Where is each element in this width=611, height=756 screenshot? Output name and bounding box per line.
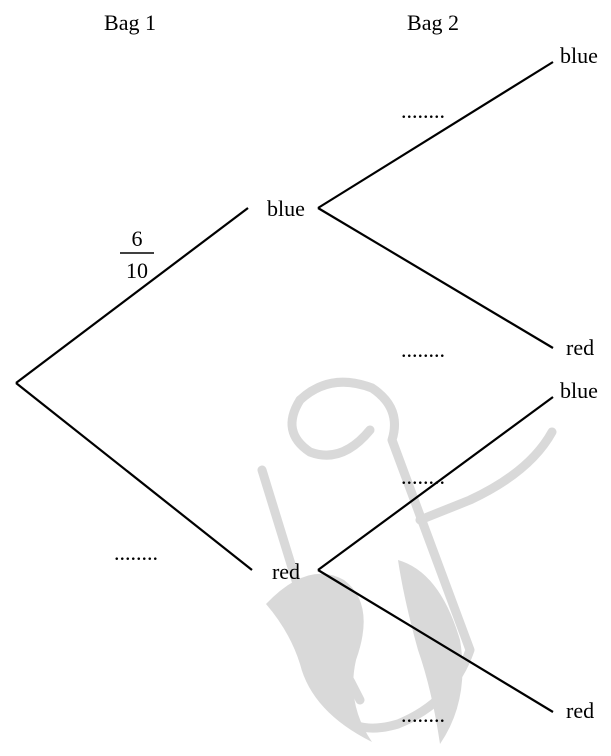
blank-bag1-red[interactable]: ........ xyxy=(114,540,158,565)
outcome-red-blue: blue xyxy=(560,378,598,403)
fraction-denominator: 10 xyxy=(126,258,148,283)
branch-red-blue xyxy=(317,396,554,571)
branch-bag1-red xyxy=(15,382,253,571)
blank-blue-blue[interactable]: ........ xyxy=(401,98,445,123)
fraction-numerator: 6 xyxy=(132,226,143,251)
blank-red-blue[interactable]: ........ xyxy=(401,464,445,489)
outcome-blue-red: red xyxy=(566,335,594,360)
bag2-heading: Bag 2 xyxy=(407,10,459,35)
outcome-bag1-red: red xyxy=(272,559,300,584)
outcome-red-red: red xyxy=(566,698,594,723)
branch-bag1-blue xyxy=(15,207,249,384)
branch-red-red xyxy=(317,569,554,713)
branch-blue-red xyxy=(317,207,554,349)
outcome-blue-blue: blue xyxy=(560,43,598,68)
probability-fraction: 6 10 xyxy=(120,226,154,283)
outcome-bag1-blue: blue xyxy=(267,196,305,221)
blank-red-red[interactable]: ........ xyxy=(401,702,445,727)
branch-blue-blue xyxy=(317,61,554,209)
rolled-diploma-icon xyxy=(257,377,557,744)
bag1-heading: Bag 1 xyxy=(104,10,156,35)
blank-blue-red[interactable]: ........ xyxy=(401,337,445,362)
